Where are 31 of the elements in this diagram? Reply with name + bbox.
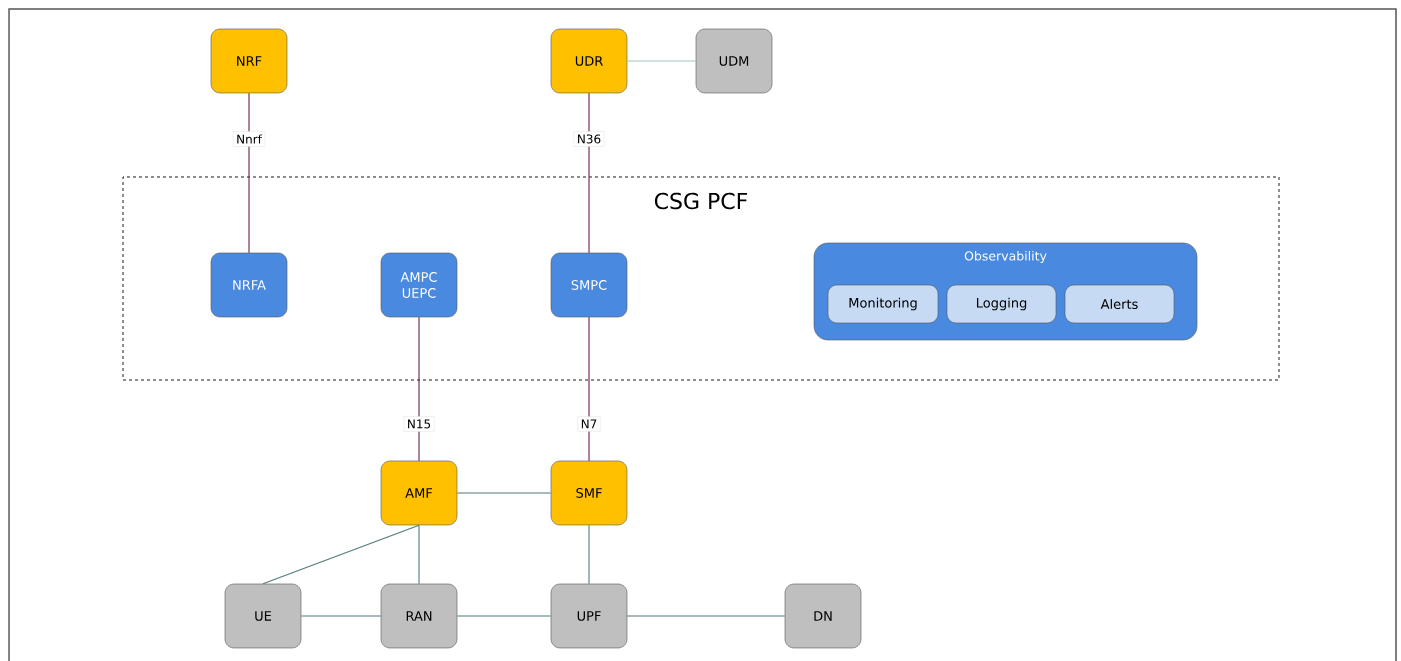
connector	[248, 92, 250, 254]
edge-label: N15	[403, 416, 435, 432]
edge-label: N7	[577, 416, 601, 432]
function-box: AMPC UEPC	[380, 252, 458, 318]
function-box: DN	[784, 583, 862, 649]
connector	[262, 524, 420, 585]
connector	[588, 316, 590, 462]
connector	[588, 524, 590, 585]
function-box: NRF	[210, 28, 288, 94]
edge-label: N36	[573, 131, 605, 147]
function-box: SMPC	[550, 252, 628, 318]
component-box: Alerts	[1064, 284, 1175, 324]
connector	[626, 615, 786, 617]
function-box: SMF	[550, 460, 628, 526]
connector	[418, 316, 420, 462]
function-box: UDM	[695, 28, 773, 94]
connector	[588, 92, 590, 254]
function-box: AMF	[380, 460, 458, 526]
component-box: Monitoring	[827, 284, 939, 324]
connector	[456, 492, 552, 494]
function-box: UDR	[550, 28, 628, 94]
function-box: UPF	[550, 583, 628, 649]
function-box: NRFA	[210, 252, 288, 318]
component-box: Logging	[946, 284, 1057, 324]
function-box: RAN	[380, 583, 458, 649]
connector	[456, 615, 552, 617]
connector	[300, 615, 382, 617]
function-box: UE	[224, 583, 302, 649]
connector	[418, 524, 420, 585]
edge-label: Nnrf	[232, 131, 266, 147]
connector	[626, 60, 697, 62]
